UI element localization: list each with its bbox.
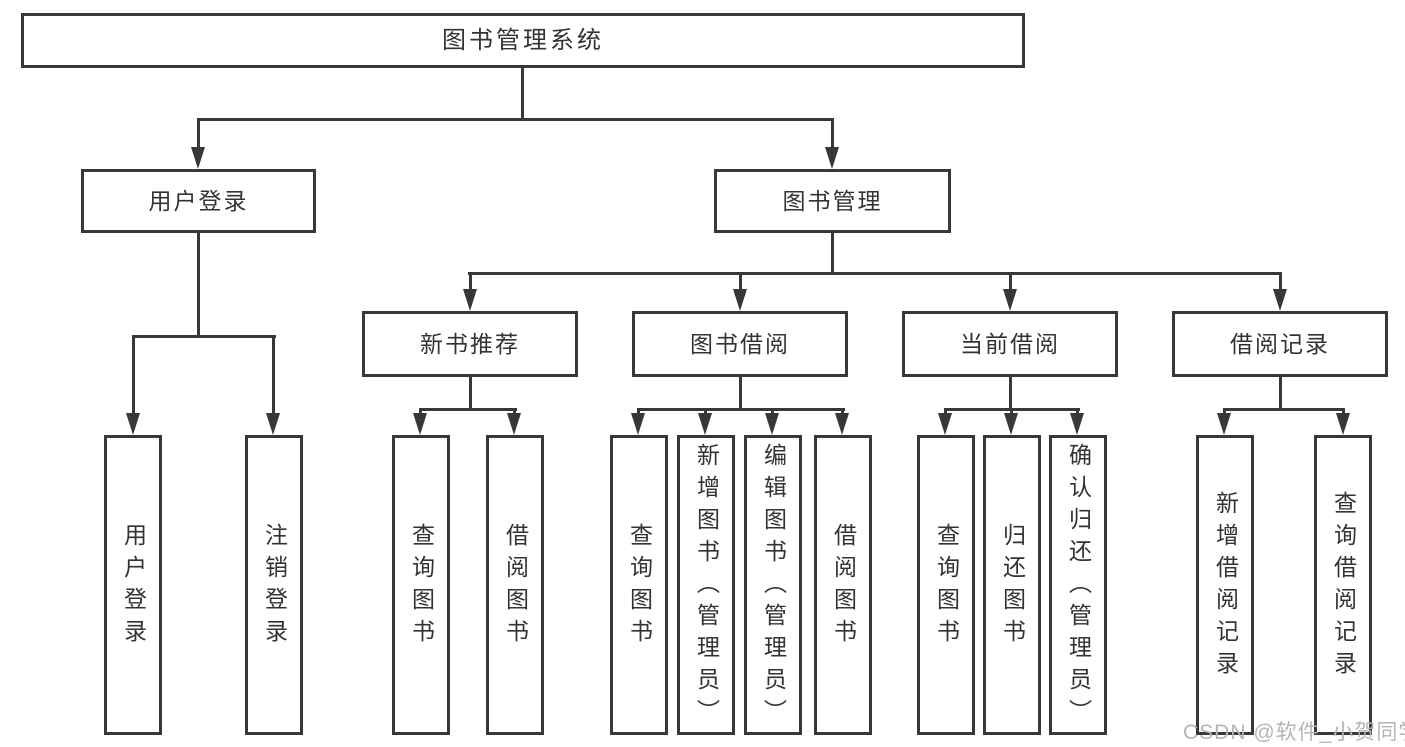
leaf-label: 借阅图书 [830, 523, 857, 651]
leaf-label: 查询借阅记录 [1330, 491, 1357, 683]
connector-root-split [197, 118, 834, 121]
leaf-add-borrow-record: 新增借阅记录 [1196, 435, 1254, 735]
connector-to-borrow [739, 272, 742, 290]
leaf-recommend-query-books: 查询图书 [392, 435, 450, 735]
connector-user-stem [197, 233, 200, 335]
leaf-label: 借阅图书 [502, 523, 529, 651]
node-root-label: 图书管理系统 [442, 26, 604, 54]
node-borrow-records: 借阅记录 [1172, 311, 1388, 377]
node-new-book-recommend: 新书推荐 [362, 311, 578, 377]
leaf-label: 确认归还（管理员） [1065, 443, 1092, 731]
connector-to-book-mgmt [831, 118, 834, 150]
leaf-add-books-admin: 新增图书（管理员） [677, 435, 735, 735]
connector-borrow-stem [739, 377, 742, 408]
connector-recommend-stem [469, 377, 472, 408]
connector-to-leaf [1010, 408, 1013, 416]
connector-to-leaf [771, 408, 774, 416]
arrow-down-icon [835, 413, 849, 435]
leaf-label: 查询图书 [408, 523, 435, 651]
arrow-down-icon [698, 413, 712, 435]
node-user-login: 用户登录 [81, 169, 316, 233]
connector-to-leaf [419, 408, 422, 416]
connector-to-leaf [132, 335, 135, 415]
node-new-book-recommend-label: 新书推荐 [420, 330, 520, 357]
connector-to-user-login [197, 118, 200, 150]
leaf-recommend-borrow-books: 借阅图书 [486, 435, 544, 735]
arrow-down-icon [765, 413, 779, 435]
connector-to-leaf [704, 408, 707, 416]
connector-recommend-split [419, 408, 517, 411]
connector-mgmt-split [468, 272, 1282, 275]
connector-current-stem [1009, 377, 1012, 408]
connector-root-stem [521, 68, 524, 118]
arrow-down-icon [1336, 413, 1350, 435]
connector-to-leaf [1076, 408, 1079, 416]
node-current-borrow: 当前借阅 [902, 311, 1118, 377]
leaf-label: 新增图书（管理员） [693, 443, 720, 731]
arrow-down-icon [1217, 413, 1231, 435]
arrow-down-icon [1004, 413, 1018, 435]
connector-to-leaf [841, 408, 844, 416]
leaf-logout: 注销登录 [245, 435, 303, 735]
watermark: CSDN @软件_小贺同学 [1183, 721, 1405, 744]
leaf-borrow-books: 借阅图书 [814, 435, 872, 735]
arrow-down-icon [463, 289, 477, 311]
connector-records-stem [1279, 377, 1282, 408]
connector-to-current [1009, 272, 1012, 290]
node-book-mgmt: 图书管理 [714, 169, 951, 233]
node-book-borrow: 图书借阅 [632, 311, 848, 377]
connector-to-leaf [513, 408, 516, 416]
arrow-down-icon [413, 413, 427, 435]
arrow-down-icon [126, 413, 140, 435]
connector-records-split [1223, 408, 1345, 411]
leaf-return-books: 归还图书 [983, 435, 1041, 735]
connector-to-records [1279, 272, 1282, 290]
leaf-label: 查询图书 [933, 523, 960, 651]
leaf-label: 查询图书 [626, 523, 653, 651]
connector-to-leaf [1223, 408, 1226, 416]
leaf-query-borrow-record: 查询借阅记录 [1314, 435, 1372, 735]
node-book-mgmt-label: 图书管理 [782, 187, 883, 214]
leaf-current-query-books: 查询图书 [917, 435, 975, 735]
leaf-user-login: 用户登录 [104, 435, 162, 735]
arrow-down-icon [266, 413, 280, 435]
leaf-borrow-query-books: 查询图书 [610, 435, 668, 735]
arrow-down-icon [507, 413, 521, 435]
node-current-borrow-label: 当前借阅 [960, 330, 1060, 357]
leaf-label: 新增借阅记录 [1212, 491, 1239, 683]
leaf-label: 用户登录 [120, 523, 147, 651]
leaf-label: 编辑图书（管理员） [760, 443, 787, 731]
arrow-down-icon [1003, 289, 1017, 311]
leaf-label: 归还图书 [999, 523, 1026, 651]
node-root: 图书管理系统 [21, 13, 1025, 68]
arrow-down-icon [825, 147, 839, 169]
arrow-down-icon [1070, 413, 1084, 435]
arrow-down-icon [938, 413, 952, 435]
connector-borrow-split [637, 408, 845, 411]
node-user-login-label: 用户登录 [148, 187, 249, 214]
connector-mgmt-stem [831, 233, 834, 272]
node-book-borrow-label: 图书借阅 [690, 330, 790, 357]
leaf-label: 注销登录 [261, 523, 288, 651]
arrow-down-icon [733, 289, 747, 311]
leaf-edit-books-admin: 编辑图书（管理员） [744, 435, 802, 735]
node-borrow-records-label: 借阅记录 [1230, 330, 1330, 357]
arrow-down-icon [191, 147, 205, 169]
connector-to-recommend [469, 272, 472, 290]
leaf-confirm-return-admin: 确认归还（管理员） [1049, 435, 1107, 735]
connector-to-leaf [272, 335, 275, 415]
connector-to-leaf [637, 408, 640, 416]
connector-user-split [132, 335, 276, 338]
arrow-down-icon [631, 413, 645, 435]
connector-to-leaf [944, 408, 947, 416]
connector-to-leaf [1342, 408, 1345, 416]
arrow-down-icon [1273, 289, 1287, 311]
